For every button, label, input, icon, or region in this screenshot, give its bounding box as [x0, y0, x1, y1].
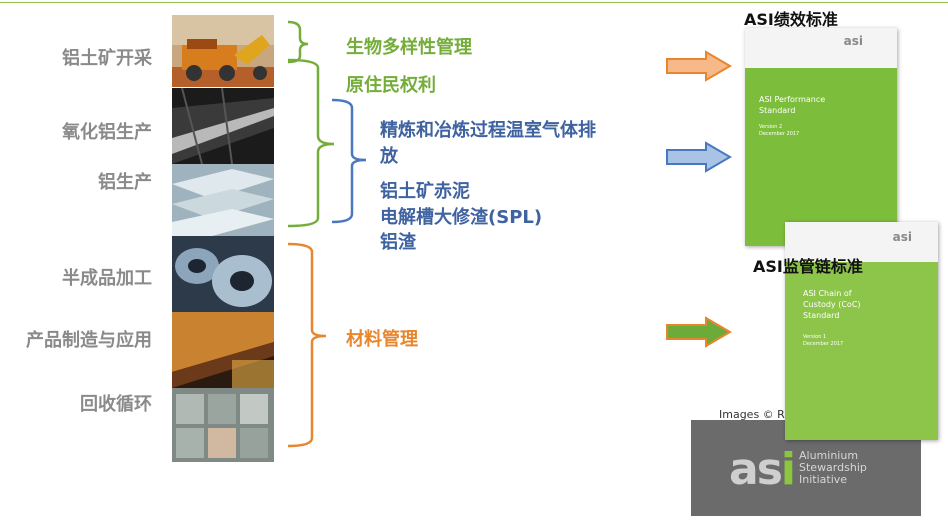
performance-standard-title: ASI绩效标准	[744, 10, 838, 29]
stage-semi-fabrication: 半成品加工	[62, 268, 152, 289]
arrow-right-icon	[666, 316, 732, 348]
issue-materials: 材料管理	[346, 329, 418, 350]
image-credit: Images © Ri	[719, 408, 788, 421]
asi-logo-mark-as: as	[729, 444, 783, 495]
photo-mining	[172, 15, 274, 87]
photo-building	[172, 312, 274, 388]
arrow-right-icon	[666, 141, 732, 173]
issue-biodiversity: 生物多样性管理	[346, 37, 472, 58]
issue-indigenous-rights: 原住民权利	[346, 75, 436, 96]
stage-alumina-production: 氧化铝生产	[62, 122, 152, 143]
bracket-materials	[287, 242, 327, 448]
cover-logo: asi	[843, 34, 863, 48]
asi-logo-text: Aluminium Stewardship Initiative	[799, 450, 867, 486]
issue-spl: 电解槽大修渣(SPL)	[380, 207, 543, 228]
cover-logo: asi	[892, 230, 912, 244]
photo-scrap-bales	[172, 388, 274, 462]
asi-logo-mark: asi	[729, 444, 796, 495]
stage-recycling: 回收循环	[80, 394, 152, 415]
coc-standard-title: ASI监管链标准	[753, 257, 863, 276]
photo-conveyor	[172, 88, 274, 164]
performance-standard-cover: asi ASI Performance Standard Version 2 D…	[745, 28, 897, 246]
photo-coils	[172, 236, 274, 312]
performance-cover-title: ASI Performance Standard	[759, 95, 826, 115]
issue-dross: 铝渣	[380, 232, 416, 253]
coc-cover-title: ASI Chain of Custody (CoC) Standard	[803, 289, 861, 320]
stage-bauxite-mining: 铝土矿开采	[62, 48, 152, 69]
bracket-biodiversity	[287, 20, 309, 64]
arrow-right-icon	[666, 50, 732, 82]
asi-logo-mark-i: i	[780, 444, 796, 495]
coc-standard-cover: asi ASI Chain of Custody (CoC) Standard …	[785, 222, 938, 440]
bracket-refining	[331, 98, 367, 224]
issue-ghg-line1: 精炼和冶炼过程温室气体排	[380, 120, 596, 141]
performance-cover-version: Version 2 December 2017	[759, 124, 800, 137]
stage-manufacturing: 产品制造与应用	[26, 330, 152, 351]
coc-cover-version: Version 1 December 2017	[803, 334, 844, 347]
bracket-indigenous	[287, 58, 335, 228]
top-rule	[0, 2, 948, 3]
issue-ghg-line2: 放	[380, 146, 398, 167]
issue-red-mud: 铝土矿赤泥	[380, 181, 470, 202]
asi-logo-line1: Aluminium	[799, 449, 859, 462]
asi-logo-line3: Initiative	[799, 473, 848, 486]
stage-aluminium-production: 铝生产	[98, 172, 152, 193]
photo-aluminium-ingots	[172, 164, 274, 236]
asi-logo-line2: Stewardship	[799, 461, 867, 474]
